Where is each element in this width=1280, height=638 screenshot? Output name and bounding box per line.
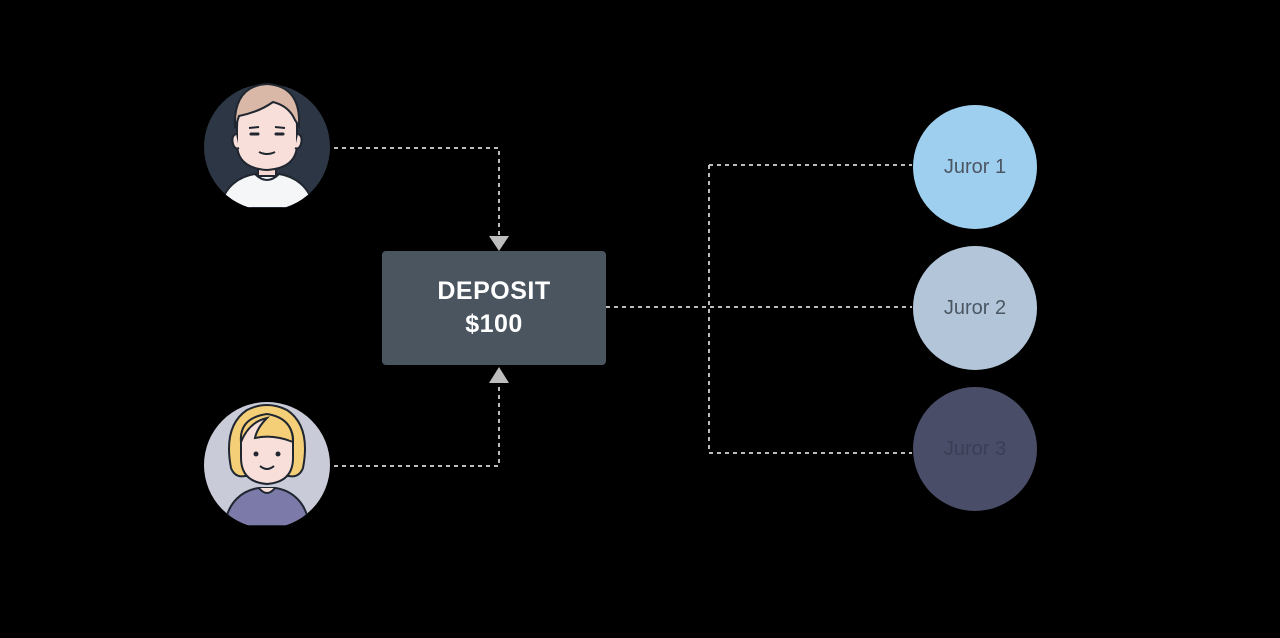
- juror-2-node: Juror 2: [913, 246, 1037, 370]
- connector-party2-to-deposit: [334, 382, 500, 467]
- connector-party1-to-deposit: [334, 147, 500, 236]
- juror-3-node: Juror 3: [913, 387, 1037, 511]
- deposit-label: DEPOSIT: [437, 277, 551, 305]
- juror-1-label: Juror 1: [943, 155, 1007, 178]
- arrow-up-icon: [489, 367, 509, 383]
- juror-3-label: Juror 3: [943, 437, 1007, 460]
- juror-1-node: Juror 1: [913, 105, 1037, 229]
- deposit-amount: $100: [465, 310, 523, 338]
- juror-2-label: Juror 2: [943, 296, 1007, 319]
- arrow-down-icon: [489, 236, 509, 251]
- deposit-box: DEPOSIT $100: [382, 251, 606, 365]
- man-avatar-icon: [204, 82, 330, 208]
- woman-avatar-icon: [204, 402, 330, 526]
